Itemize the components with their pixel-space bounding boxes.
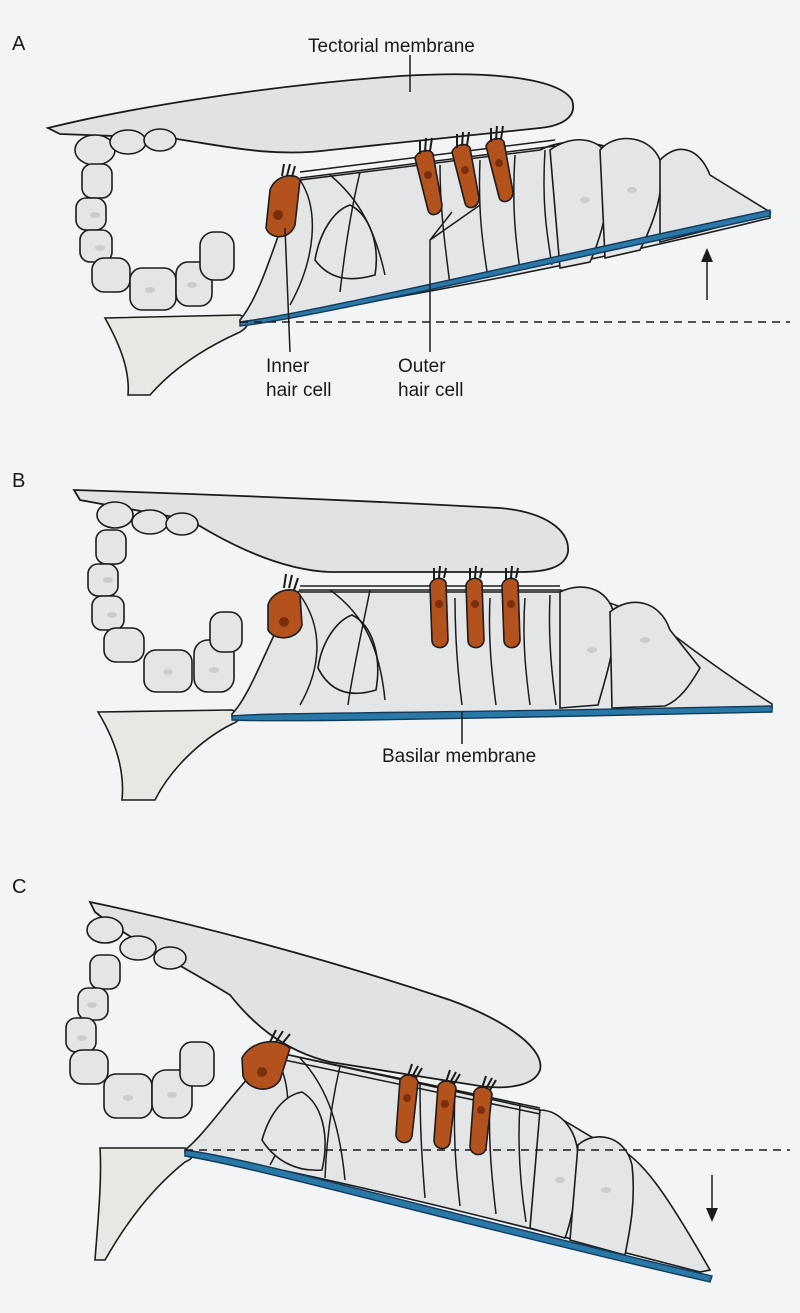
panel-b-letter: B xyxy=(12,470,25,492)
tectorial-membrane-label: Tectorial membrane xyxy=(308,36,475,57)
up-arrowhead-a xyxy=(701,248,713,262)
outer-hair-cell-label-line1: Outer xyxy=(398,356,446,377)
spiral-lamina-c xyxy=(94,1147,194,1261)
spiral-lamina-a xyxy=(103,314,249,396)
outer-hair-cell-label-line2: hair cell xyxy=(398,380,463,401)
basilar-membrane-c xyxy=(184,1149,713,1283)
spiral-lamina-b xyxy=(96,709,241,801)
inner-hair-cell-leader xyxy=(284,227,291,353)
outer-hair-cells-a xyxy=(414,125,514,216)
panel-a: A Tectorial membrane xyxy=(12,33,790,401)
inner-sulcus-cells-a xyxy=(74,128,235,311)
tunnel-of-corti-b xyxy=(317,614,379,695)
basilar-membrane-label: Basilar membrane xyxy=(382,746,536,767)
outer-hair-cell-leader xyxy=(429,204,481,352)
basilar-membrane-a xyxy=(239,209,771,327)
supporting-cells-b xyxy=(231,589,773,717)
panel-c-letter: C xyxy=(12,876,26,898)
hensen-cell-b2 xyxy=(609,601,701,709)
inner-hair-cell-b xyxy=(267,573,303,639)
inner-sulcus-cells-b xyxy=(87,501,243,693)
inner-hair-cell-label-line1: Inner xyxy=(266,356,310,377)
outer-hair-cells-c xyxy=(395,1063,497,1156)
hensen-cell-c2 xyxy=(569,1136,635,1256)
panel-a-letter: A xyxy=(12,33,26,55)
tunnel-of-corti-c xyxy=(261,1091,326,1172)
panel-b: B xyxy=(12,470,773,801)
inner-hair-cell-label-line2: hair cell xyxy=(266,380,331,401)
tectorial-membrane-b xyxy=(72,489,569,573)
panel-c: C xyxy=(12,876,790,1283)
tectorial-membrane-c xyxy=(88,900,542,1089)
inner-hair-cell-a xyxy=(265,163,301,238)
down-arrowhead-c xyxy=(706,1208,718,1222)
basilar-membrane-b xyxy=(231,705,773,722)
inner-sulcus-cells-c xyxy=(65,916,215,1119)
outer-hair-cells-b xyxy=(429,565,521,649)
tectorial-membrane-a xyxy=(45,73,575,154)
inner-hair-cell-c xyxy=(241,1029,291,1090)
